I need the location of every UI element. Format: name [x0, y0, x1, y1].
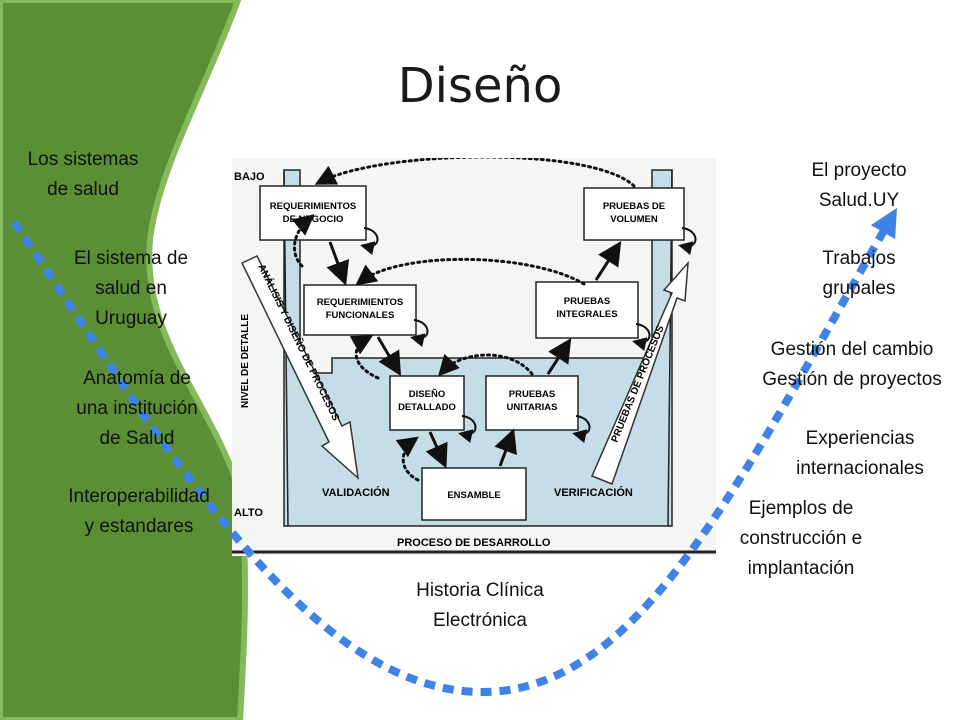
svg-text:ENSAMBLE: ENSAMBLE [447, 490, 500, 501]
topic-uruguay-health-system: El sistema de salud en Uruguay [73, 248, 189, 329]
topic-institution-anatomy: Anatomía de una institución de Salud [76, 368, 198, 449]
process-axis-label: PROCESO DE DESARROLLO [397, 537, 551, 549]
topic-international-experiences: Experiencias internacionales [796, 428, 924, 479]
topic-health-systems: Los sistemas de salud [27, 149, 139, 200]
verification-label: VERIFICACIÓN [554, 486, 633, 499]
slide-title: Diseño [397, 58, 563, 114]
high-label: ALTO [234, 507, 263, 519]
topic-electronic-health-record: Historia Clínica Electrónica [416, 580, 544, 631]
topic-interoperability: Interoperabilidad y estandares [68, 486, 210, 537]
validation-label: VALIDACIÓN [322, 486, 390, 499]
topic-change-management: Gestión del cambio Gestión de proyectos [762, 339, 942, 390]
topic-construction-examples: Ejemplos de construcción e implantación [739, 498, 863, 579]
assembly-box: ENSAMBLE [421, 467, 527, 521]
topic-salud-uy-project: El proyecto Salud.UY [811, 160, 907, 211]
low-label: BAJO [234, 171, 265, 183]
v-model-diagram: BAJO ALTO NIVEL DE DETALLE PROCESO DE DE… [232, 158, 716, 556]
topic-group-work: Trabajos grupales [822, 248, 896, 299]
level-axis-label: NIVEL DE DETALLE [240, 314, 251, 408]
